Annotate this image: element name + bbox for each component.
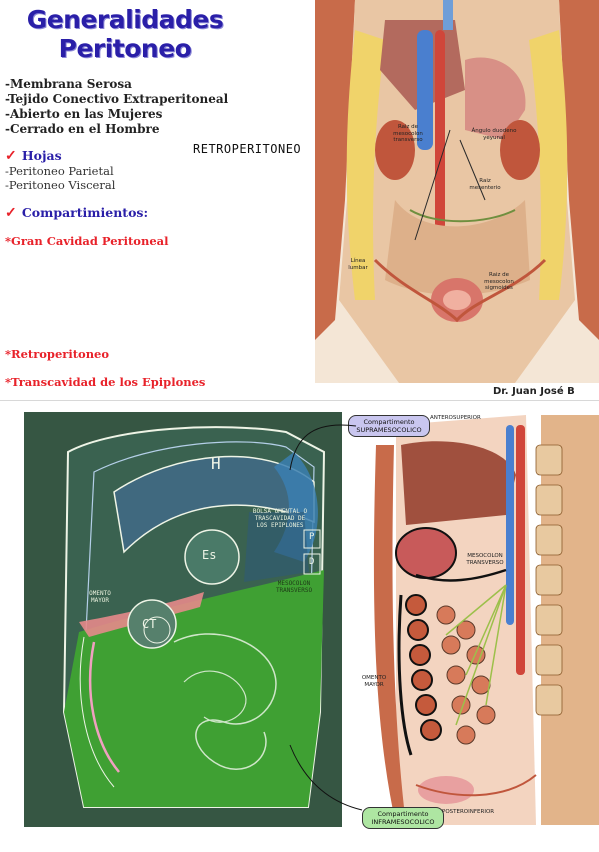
slide-title-line2: Peritoneo (58, 34, 192, 63)
label-lineal-lumbar: Línea lumbar (348, 258, 368, 271)
label-raiz-mesocolon: Raiz de mesocolon transverso (393, 124, 423, 143)
chalk-mesocolon-label: MESOCOLON TRANSVERSO (275, 580, 313, 594)
compartimientos-header: Compartimientos: (21, 205, 149, 220)
bullet-list: -Membrana Serosa -Tejido Conectivo Extra… (5, 77, 228, 137)
divider (0, 400, 599, 401)
supramesocolico-pill: Compartimento SUPRAMESOCOLICO (348, 415, 430, 437)
abdomen-illustration: Raiz de mesocolon transverso Ángulo duod… (315, 0, 599, 383)
hojas-section: ✓ Hojas -Peritoneo Parietal -Peritoneo V… (5, 145, 115, 192)
sagittal-illustration: Compartimento SUPRAMESOCOLICO ANTEROSUPE… (348, 405, 599, 830)
check-icon: ✓ (5, 205, 17, 221)
compartment-item: *Transcavidad de los Epiplones (5, 375, 206, 389)
chalk-stomach-label: Es (202, 548, 217, 562)
label-angulo-duodeno: Ángulo duodeno yeyunal (471, 128, 517, 141)
author-credit: Dr. Juan José B (493, 386, 575, 397)
chalk-bolsa-label: BOLSA OMENTAL O TRASCAVIDAD DE LOS EPIPL… (252, 508, 308, 529)
label-raiz-mesenterio: Raiz mesenterio (469, 178, 501, 191)
slide-title-line1: Generalidades (26, 5, 224, 34)
hojas-item: -Peritoneo Parietal (5, 164, 114, 178)
posteroinferior-label: POSTEROINFERIOR (442, 809, 495, 815)
hojas-header: Hojas (21, 148, 62, 163)
retroperitoneo-handwritten: RETROPERITONEO (193, 142, 302, 156)
sagittal-omento-label: OMENTO MAYOR (361, 675, 387, 688)
chalk-d-label: D (309, 557, 315, 567)
check-icon: ✓ (5, 148, 17, 164)
compartment-item: *Retroperitoneo (5, 347, 110, 361)
inframesocolico-pill: Compartimento INFRAMESOCOLICO (362, 807, 444, 829)
compartimientos-section: ✓ Compartimientos: (5, 202, 148, 221)
bullet-item: -Tejido Conectivo Extraperitoneal (5, 92, 229, 106)
compartment-item: *Gran Cavidad Peritoneal (5, 234, 169, 248)
chalkboard-drawing: H Es CT P D BOLSA OMENTAL O TRASCAVIDAD … (24, 412, 342, 827)
chalk-colon-label: CT (142, 617, 157, 631)
bullet-item: -Cerrado en el Hombre (5, 122, 160, 136)
bullet-item: -Membrana Serosa (5, 77, 132, 91)
chalk-p-label: P (309, 532, 315, 542)
hojas-item: -Peritoneo Visceral (5, 178, 116, 192)
chalk-liver-label: H (211, 454, 221, 473)
label-raiz-sigmoides: Raiz de mesocolon sigmoides (484, 272, 514, 291)
sagittal-mesocolon-label: MESOCOLON TRANSVERSO (466, 553, 504, 566)
anterosuperior-label: ANTEROSUPERIOR (430, 415, 481, 421)
chalk-omento-label: OMENTO MAYOR (89, 590, 111, 604)
bullet-item: -Abierto en las Mujeres (5, 107, 163, 121)
